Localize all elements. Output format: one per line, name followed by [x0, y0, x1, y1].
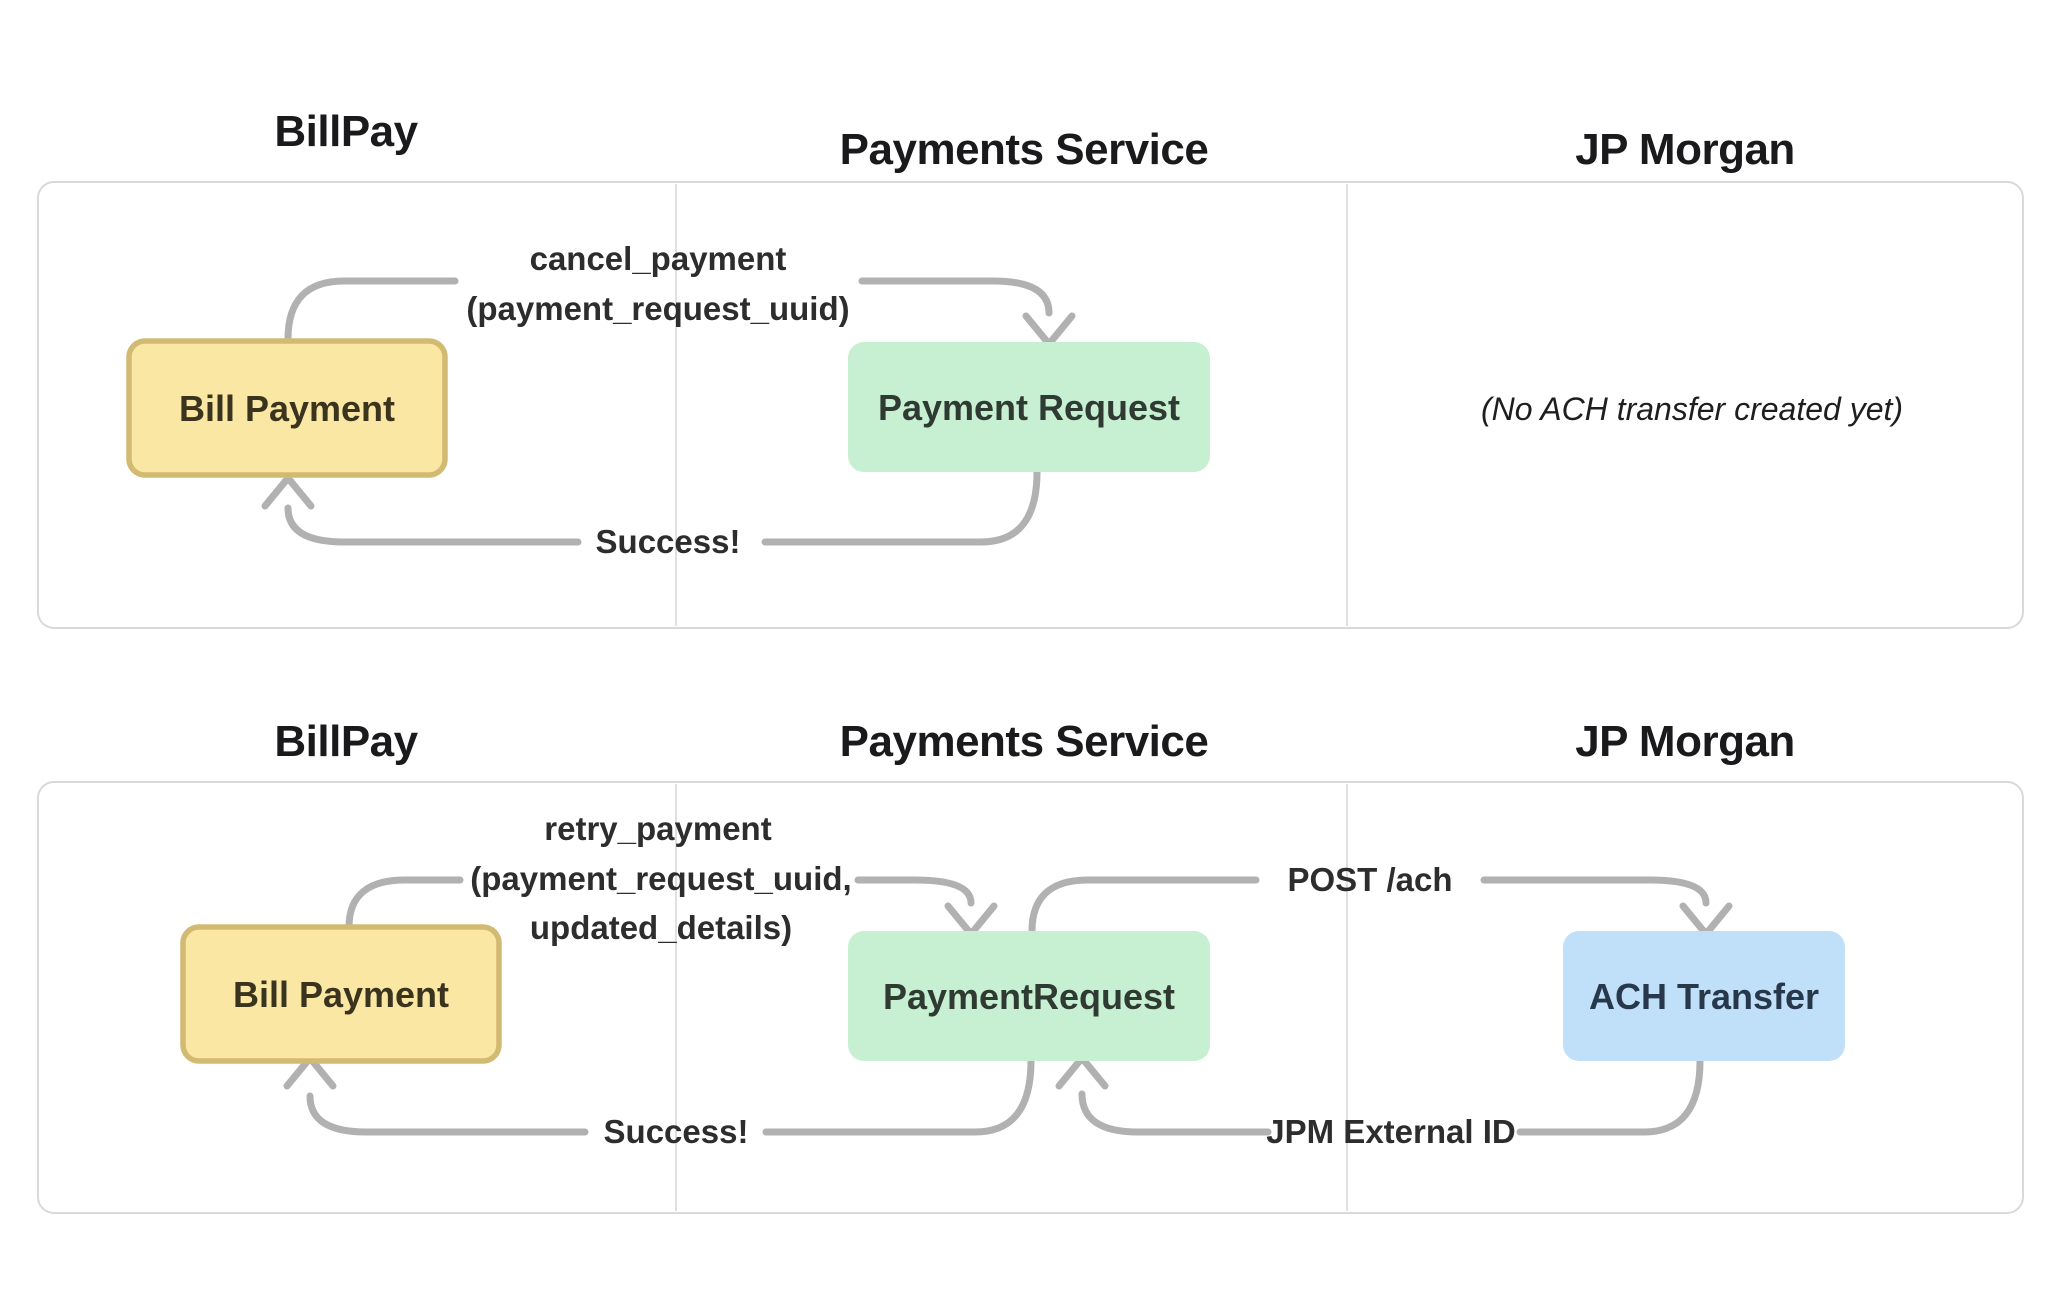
- message-cancel-payment-line1: cancel_payment: [530, 240, 787, 277]
- arrow-line: [854, 876, 975, 907]
- diagram-top: BillPay Payments Service JP Morgan cance…: [37, 107, 2024, 629]
- arrow-line: [345, 876, 464, 931]
- jpm-empty-note: (No ACH transfer created yet): [1481, 391, 1903, 427]
- message-retry-payment-line3: updated_details): [530, 909, 792, 946]
- node-label: Bill Payment: [233, 974, 449, 1015]
- message-success: Success!: [604, 1113, 749, 1150]
- message-retry-payment-line2: (payment_request_uuid,: [470, 860, 851, 897]
- arrow-success-top: [261, 468, 1041, 546]
- arrow-line: [1028, 876, 1260, 935]
- message-jpm-external-id: JPM External ID: [1266, 1113, 1515, 1150]
- column-header-billpay: BillPay: [274, 717, 418, 766]
- diagram-bottom: BillPay Payments Service JP Morgan: [37, 717, 2024, 1214]
- arrow-line: [762, 1057, 1035, 1136]
- node-box: [848, 931, 1210, 1061]
- arrow-line: [1078, 1090, 1272, 1136]
- node-box: [126, 338, 448, 478]
- node-label: Bill Payment: [179, 388, 395, 429]
- arrowhead-up-icon: [261, 474, 315, 510]
- node-box: [848, 342, 1210, 472]
- node-label: ACH Transfer: [1589, 976, 1819, 1017]
- column-header-payments-service: Payments Service: [840, 717, 1209, 766]
- message-post-ach: POST /ach: [1287, 861, 1452, 898]
- node-label: Payment Request: [878, 387, 1180, 428]
- message-success: Success!: [596, 523, 741, 560]
- node-payment-request: Payment Request: [848, 342, 1210, 472]
- node-box: [1563, 931, 1845, 1061]
- message-retry-payment-line1: retry_payment: [544, 810, 771, 847]
- arrow-line: [1516, 1057, 1704, 1136]
- arrow-line: [1480, 876, 1710, 907]
- arrow-line: [284, 277, 459, 343]
- message-cancel-payment-line2: (payment_request_uuid): [466, 290, 849, 327]
- column-header-payments-service: Payments Service: [840, 125, 1209, 174]
- node-label: PaymentRequest: [883, 976, 1175, 1017]
- node-payment-request: PaymentRequest: [848, 931, 1210, 1061]
- column-header-jp-morgan: JP Morgan: [1575, 717, 1795, 766]
- column-header-jp-morgan: JP Morgan: [1575, 125, 1795, 174]
- arrow-line: [306, 1092, 589, 1136]
- node-ach-transfer: ACH Transfer: [1563, 931, 1845, 1061]
- arrow-line: [284, 504, 582, 546]
- node-bill-payment: Bill Payment: [180, 924, 502, 1064]
- node-bill-payment: Bill Payment: [126, 338, 448, 478]
- arrow-line: [858, 277, 1053, 317]
- column-header-billpay: BillPay: [274, 107, 418, 156]
- arrow-line: [761, 468, 1041, 546]
- node-box: [180, 924, 502, 1064]
